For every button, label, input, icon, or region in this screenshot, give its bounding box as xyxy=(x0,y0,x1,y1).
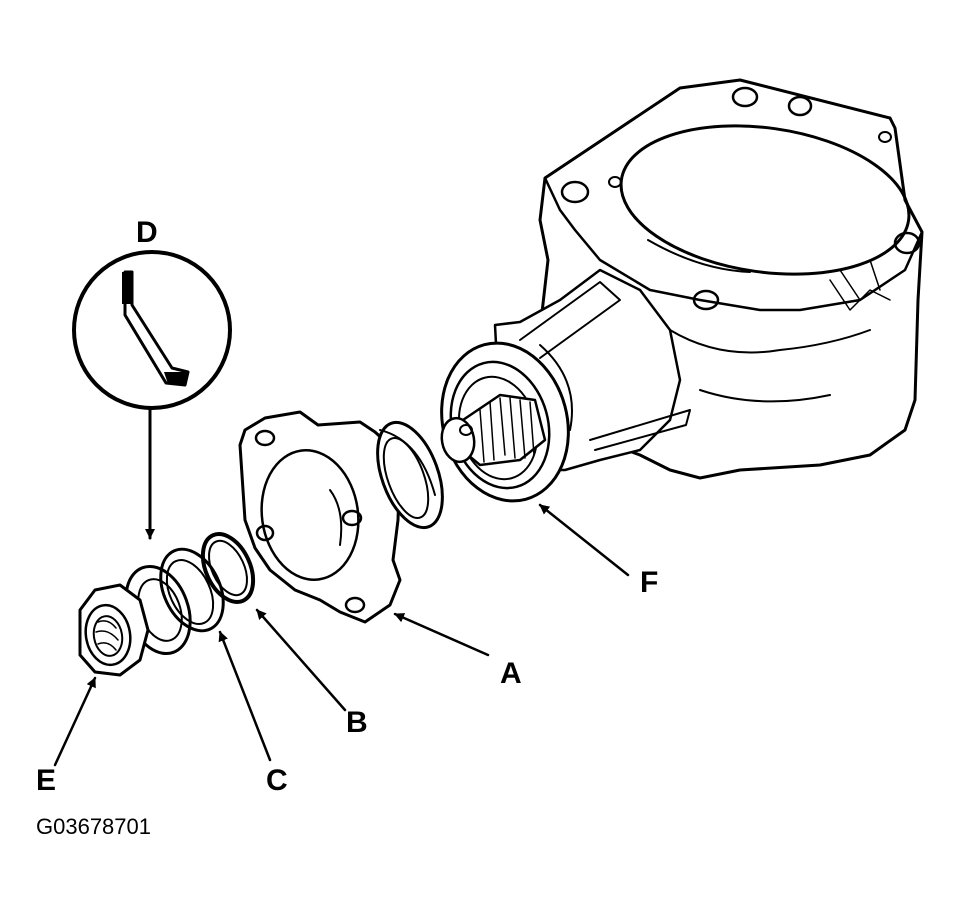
leader-lines xyxy=(53,503,630,767)
o-ring xyxy=(200,532,256,604)
callout-d: D xyxy=(136,216,158,249)
gear-housing xyxy=(440,78,924,503)
callout-a: A xyxy=(500,657,522,690)
callout-b: B xyxy=(346,706,368,739)
snap-ring xyxy=(159,547,225,633)
figure-id: G03678701 xyxy=(36,814,151,839)
callout-f: F xyxy=(640,566,658,599)
bearing-holder xyxy=(238,410,444,624)
locknut xyxy=(78,583,150,677)
callout-c: C xyxy=(266,764,288,797)
callout-e: E xyxy=(36,764,56,797)
detail-inset xyxy=(72,250,232,540)
